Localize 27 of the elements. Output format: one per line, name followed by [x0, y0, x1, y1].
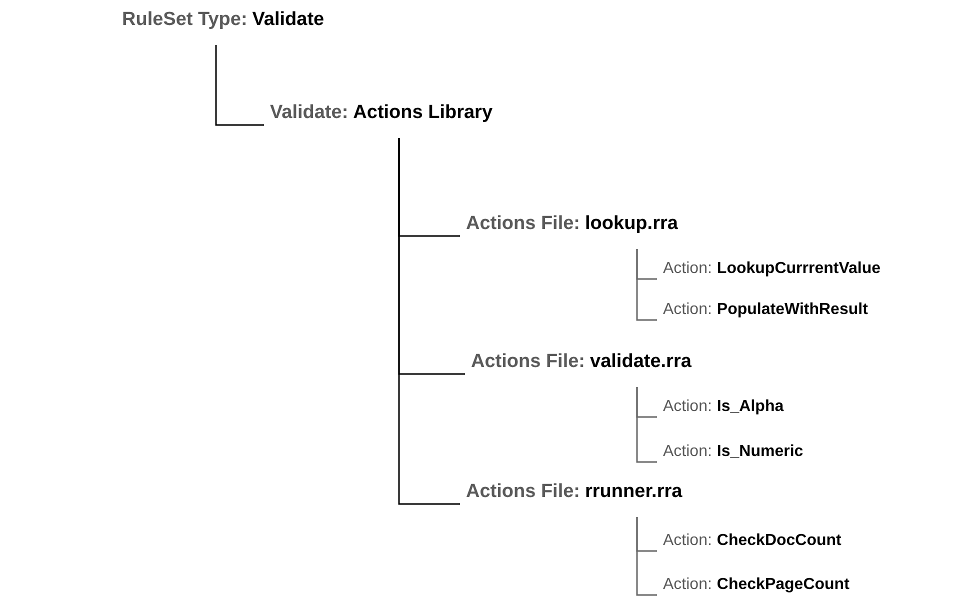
- tree-connector: [636, 249, 657, 321]
- node-value: LookupCurrrentValue: [716, 259, 880, 279]
- tree-connector: [636, 387, 657, 463]
- node-label: Action:: [663, 531, 712, 551]
- node-label: Action:: [663, 300, 712, 320]
- node-value: PopulateWithResult: [716, 300, 868, 320]
- node-label: Action:: [663, 442, 712, 462]
- tree-connector: [636, 517, 657, 596]
- node-value: lookup.rra: [585, 212, 678, 236]
- node-value: validate.rra: [590, 350, 692, 374]
- node-label: RuleSet Type:: [122, 8, 248, 32]
- node-label: Action:: [663, 575, 712, 595]
- tree-connector: [398, 138, 460, 505]
- node-value: Validate: [252, 8, 324, 32]
- tree-connector: [215, 45, 264, 126]
- node-value: Is_Numeric: [716, 442, 804, 462]
- node-value: CheckPageCount: [716, 575, 850, 595]
- node-label: Actions File:: [466, 212, 580, 236]
- node-value: CheckDocCount: [716, 531, 842, 551]
- node-value: Actions Library: [353, 101, 493, 125]
- node-label: Actions File:: [466, 480, 580, 504]
- node-label: Actions File:: [471, 350, 586, 374]
- node-label: Action:: [663, 259, 712, 279]
- node-value: Is_Alpha: [716, 397, 784, 417]
- node-value: rrunner.rra: [585, 480, 682, 504]
- node-label: Validate:: [270, 101, 348, 125]
- node-label: Action:: [663, 397, 712, 417]
